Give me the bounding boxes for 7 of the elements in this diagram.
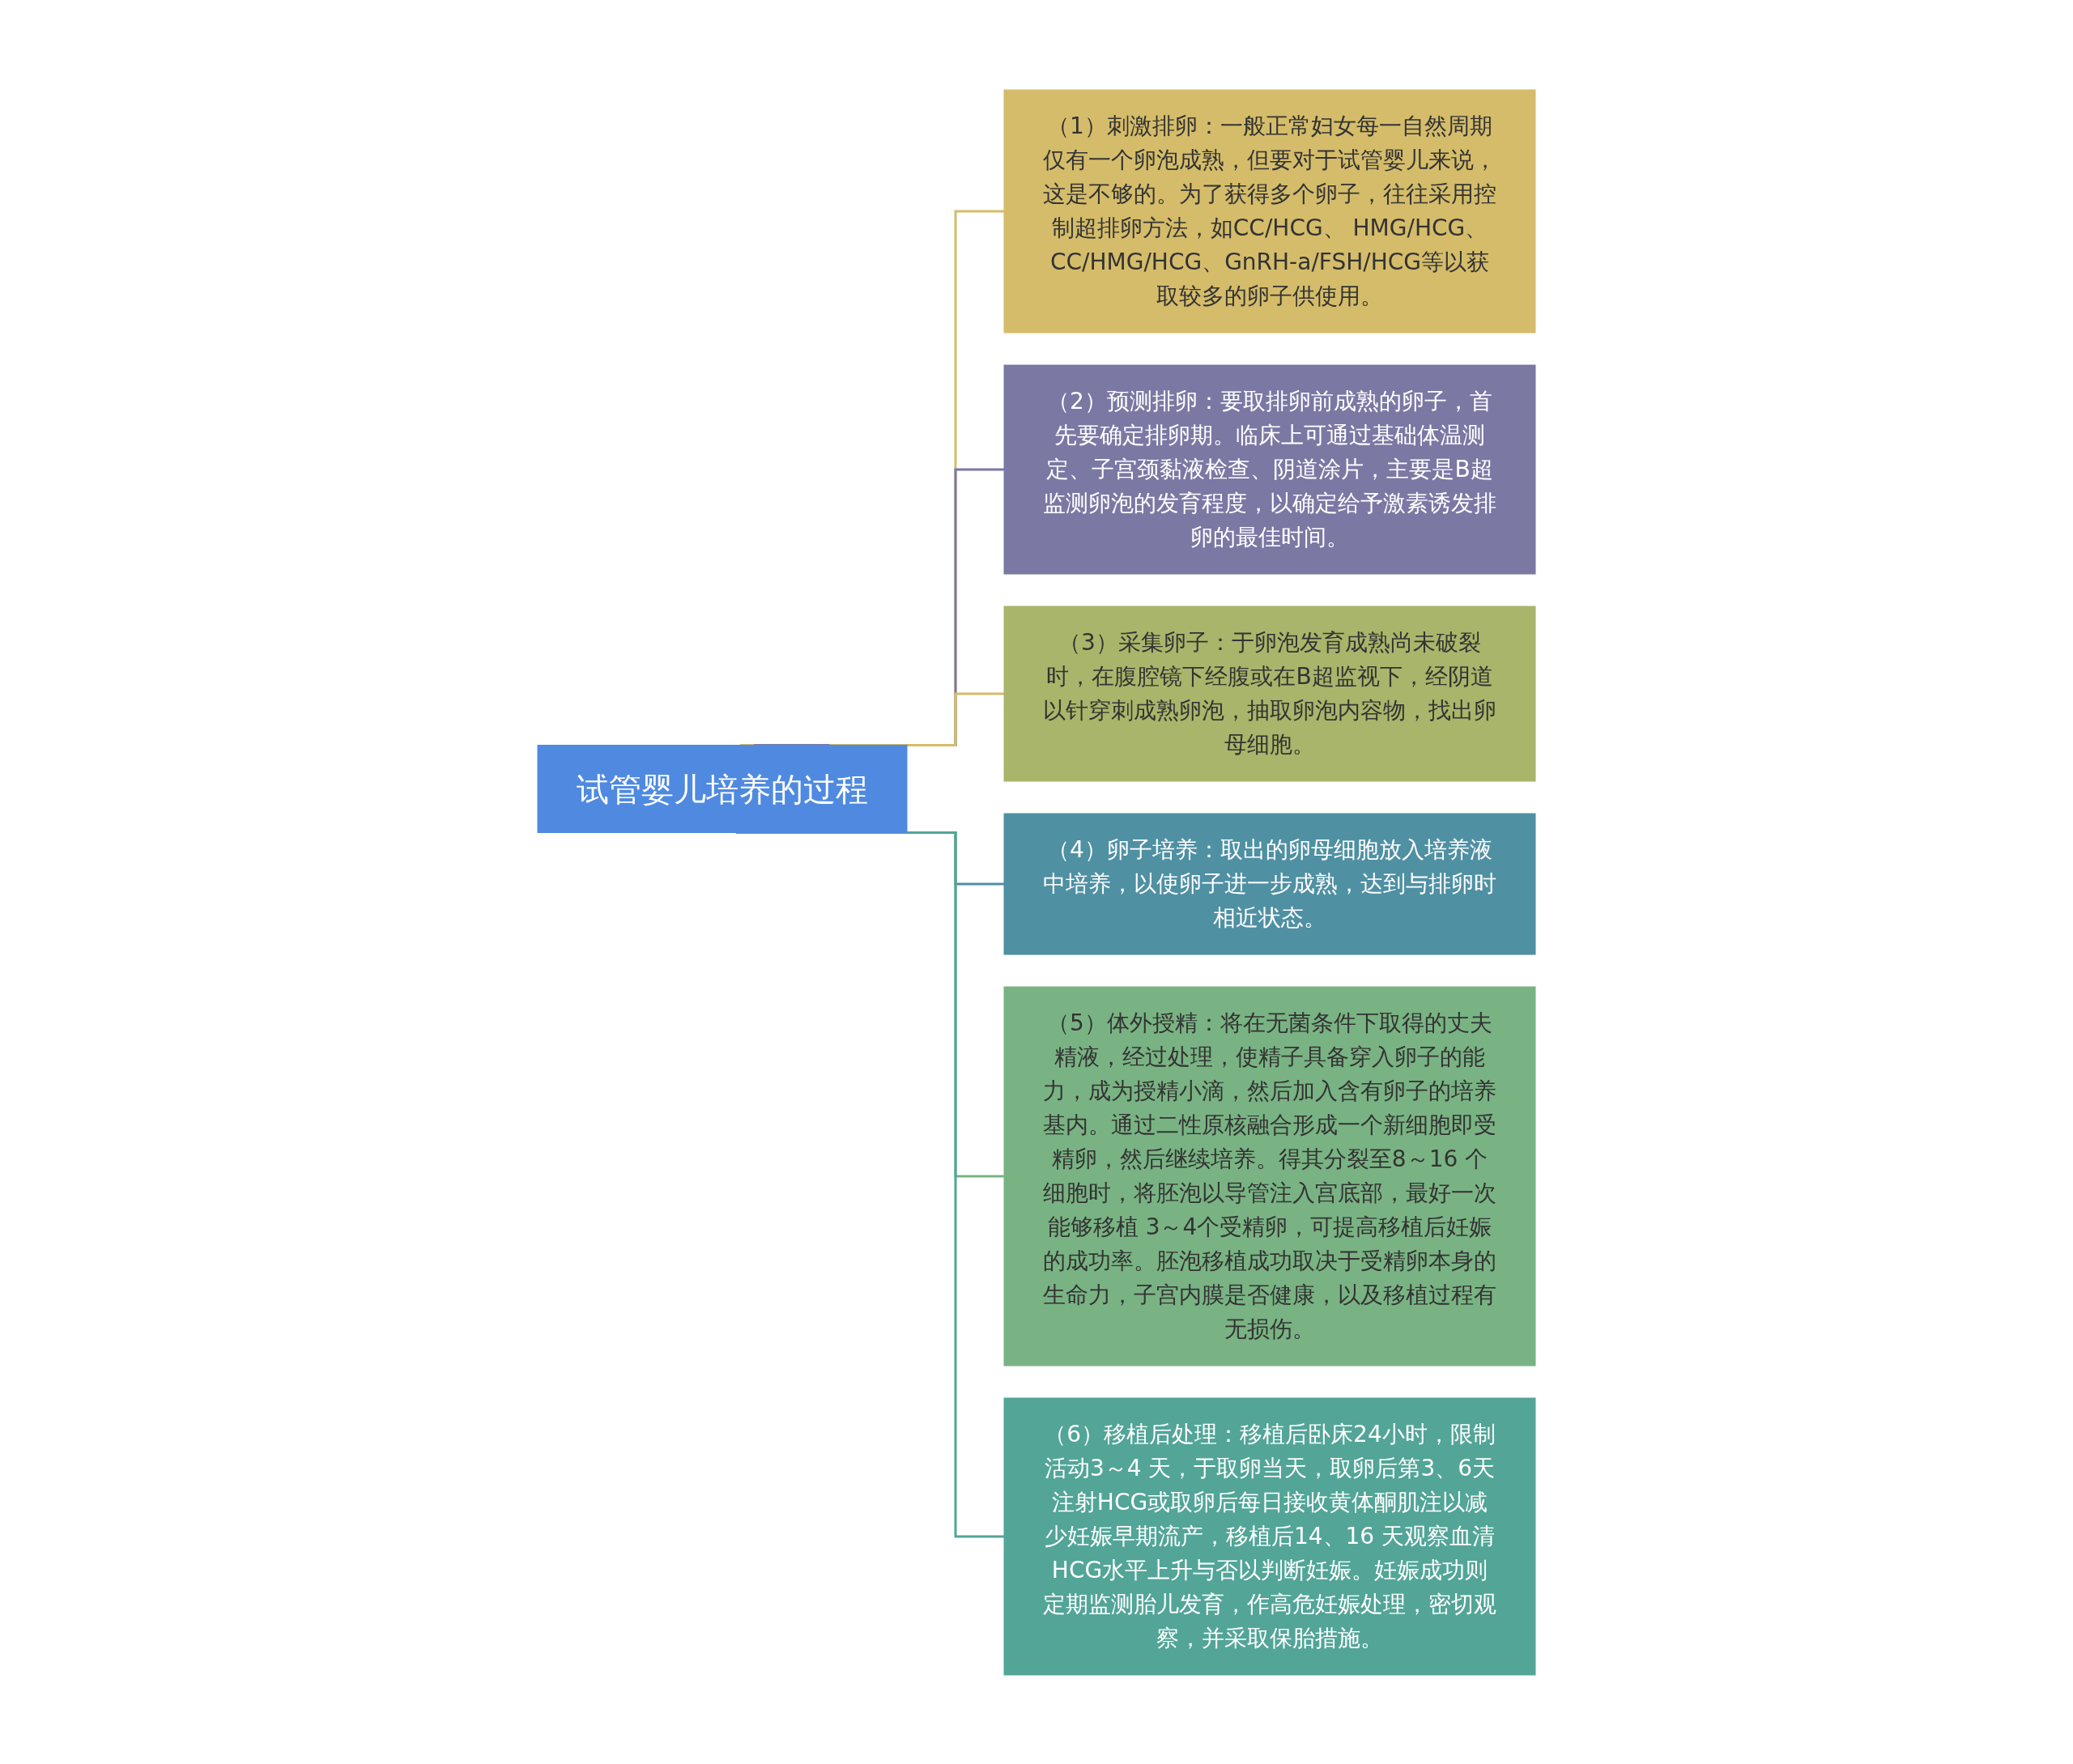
node-box: （3）采集卵子：于卵泡发育成熟尚未破裂时，在腹腔镜下经腹或在B超监视下，经阴道以针穿刺成熟卵泡，抽取卵泡内容物，找出卵母细胞。 — [1003, 606, 1536, 781]
node-box: （1）刺激排卵：一般正常妇女每一自然周期仅有一个卵泡成熟，但要对于试管婴儿来说，这是不够的。为了获得多个卵子，往往采用控制超排卵方法，如CC/HCG、 HMG/HCG、CC/HMG/HCG、GnRH-a/FSH/HCG等以获取较多的卵子供使用。 — [1003, 89, 1536, 333]
node-box: 试管婴儿培养的过程 — [537, 744, 908, 833]
node-box: （4）卵子培养：取出的卵母细胞放入培养液中培养，以使卵子进一步成熟，达到与排卵时相近状态。 — [1003, 813, 1536, 954]
node-box: （6）移植后处理：移植后卧床24小时，限制活动3～4 天，于取卵当天，取卵后第3、6天注射HCG或取卵后每日接收黄体酮肌注以减少妊娠早期流产，移植后14、16 天观察血清HCG水平上升与否以判断妊娠。妊娠成功则定期监测胎儿发育，作高危妊娠处理，密切观察，并采取保胎措施。 — [1003, 1397, 1536, 1675]
node-box: （2）预测排卵：要取排卵前成熟的卵子，首先要确定排卵期。临床上可通过基础体温测定、子宫颈黏液检查、阴道涂片，主要是B超监测卵泡的发育程度，以确定给予激素诱发排卵的最佳时间。 — [1003, 364, 1536, 574]
node-box: （5）体外授精：将在无菌条件下取得的丈夫精液，经过处理，使精子具备穿入卵子的能力，成为授精小滴，然后加入含有卵子的培养基内。通过二性原核融合形成一个新细胞即受精卵，然后继续培养。得其分裂至8～16 个细胞时，将胚泡以导管注入宫底部，最好一次能够移植 3～4个受精卵，可提高移植后妊娠的成功率。胚泡移植成功取决于受精卵本身的生命力，子宫内膜是否健康，以及移植过程有无损伤。 — [1003, 986, 1536, 1366]
